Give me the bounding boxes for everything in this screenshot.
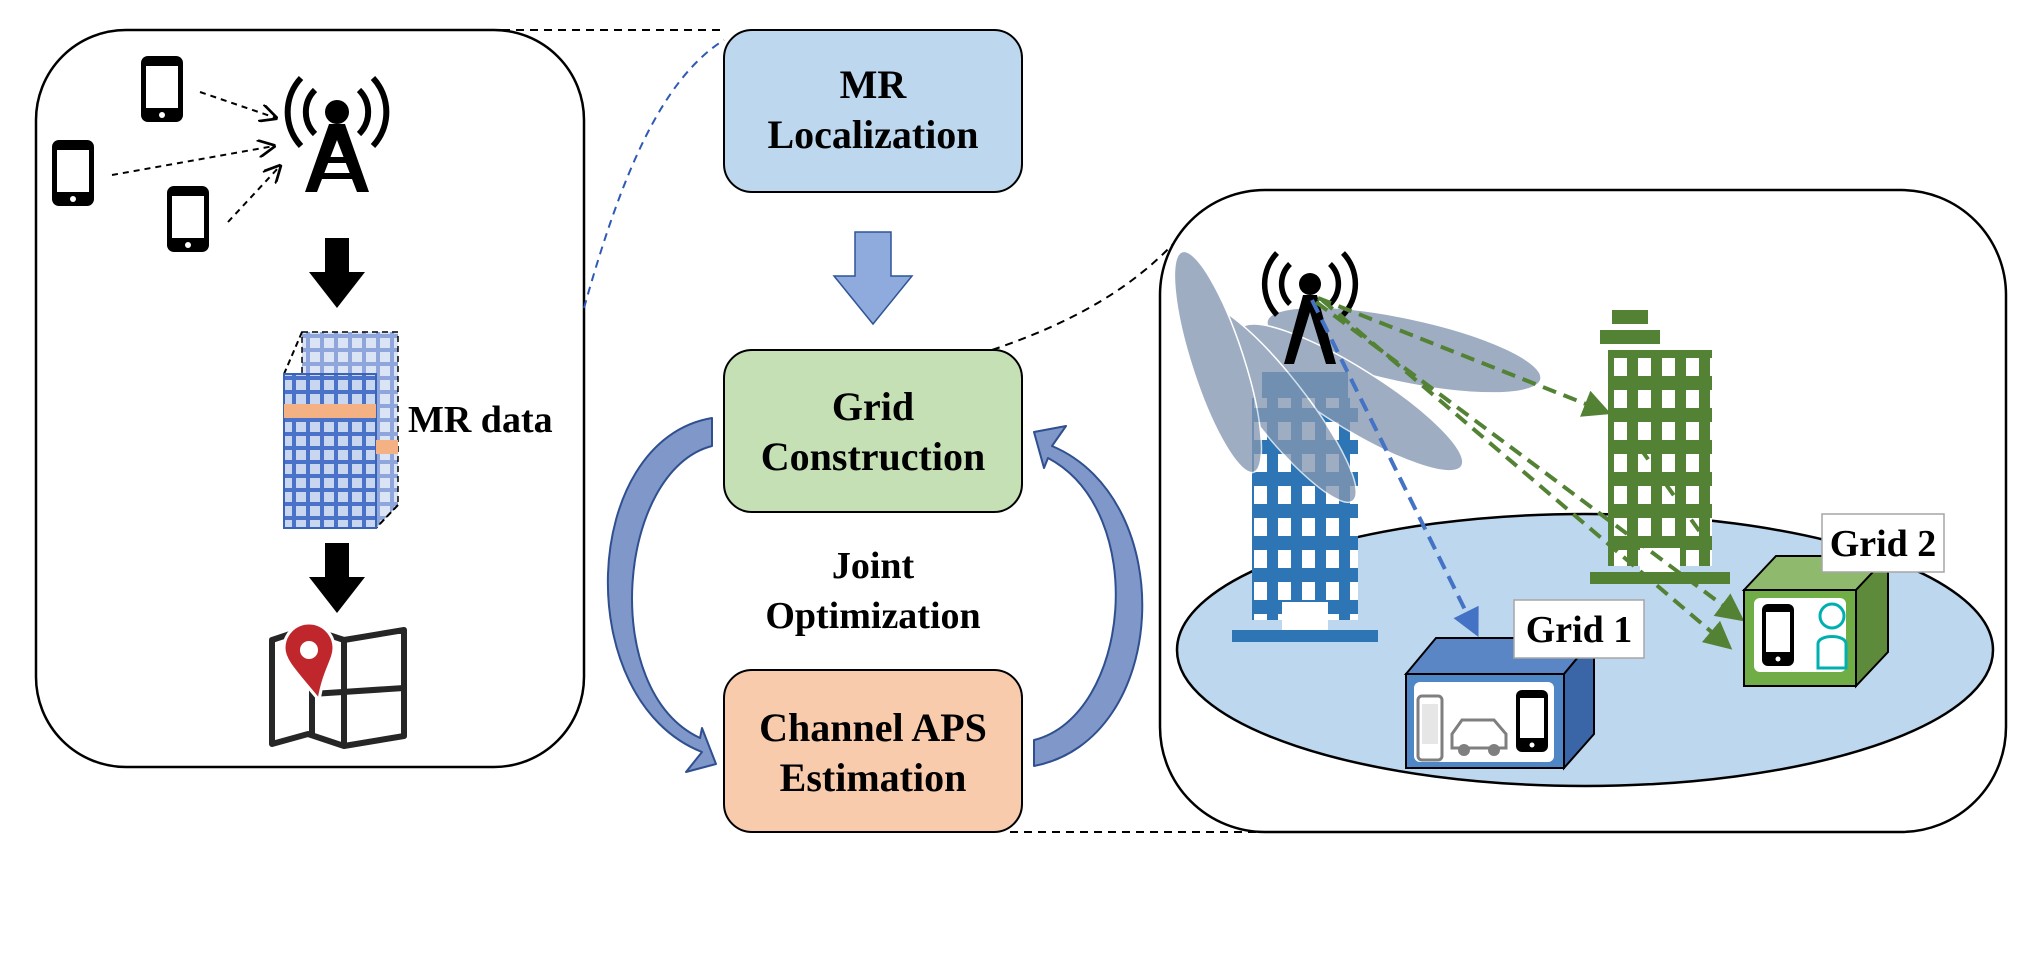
connector-line — [583, 39, 725, 309]
cell-tower-icon — [284, 75, 390, 192]
smartphone-icon — [141, 56, 183, 122]
arrow-down-icon — [309, 543, 365, 613]
mr-localization-line2: Localization — [767, 112, 978, 157]
grid-construction-line2: Construction — [761, 434, 985, 479]
uplink-arrow — [227, 166, 280, 223]
left-panel: MR data — [34, 28, 586, 769]
car-icon — [1450, 718, 1508, 756]
cell-tower-icon — [1261, 251, 1359, 364]
mr-data-cube-icon — [283, 331, 399, 529]
signal-arrow-grid2 — [1314, 300, 1745, 622]
smartphone-icon — [167, 186, 209, 252]
channel-aps-line2: Estimation — [780, 755, 967, 800]
grid1-label-box: Grid 1 — [1513, 599, 1645, 659]
grid2-label-box: Grid 2 — [1821, 513, 1945, 573]
signal-arrow-green-building — [1317, 296, 1612, 417]
smartphone-icon — [1762, 604, 1794, 666]
grid1-cube — [1403, 635, 1597, 771]
joint-optimization-label: Joint Optimization — [765, 545, 980, 637]
channel-aps-line1: Channel APS — [759, 705, 987, 750]
grid1-label: Grid 1 — [1526, 609, 1633, 651]
map-pin-icon — [269, 621, 407, 749]
signal-arrow-grid2-reflected — [1320, 298, 1733, 650]
smartphone-icon — [52, 140, 94, 206]
grid-construction-line1: Grid — [832, 384, 914, 429]
reflection-arrow — [1638, 446, 1702, 534]
person-icon — [1816, 602, 1848, 670]
flow-block-grid-construction: Grid Construction — [723, 349, 1023, 513]
green-building-icon — [1590, 310, 1730, 584]
beam-pattern — [1173, 250, 1542, 504]
uplink-arrow — [111, 146, 274, 176]
uplink-arrow — [199, 91, 276, 118]
grid2-cube — [1741, 553, 1891, 689]
mr-data-label: MR data — [408, 399, 553, 441]
joint-optimization-line2: Optimization — [765, 595, 980, 637]
flow-block-mr-localization: MR Localization — [723, 29, 1023, 193]
arrow-down-icon — [309, 238, 365, 308]
signal-arrow-grid1 — [1310, 299, 1479, 638]
smartphone-icon — [1516, 690, 1548, 752]
flow-block-channel-aps-estimation: Channel APS Estimation — [723, 669, 1023, 833]
flow-arrow-down-icon — [832, 231, 914, 326]
loop-arrow-left-icon — [607, 417, 717, 773]
joint-optimization-line1: Joint — [832, 545, 915, 587]
right-panel: Grid 1 Grid 2 — [1158, 188, 2008, 834]
grid2-label: Grid 2 — [1830, 523, 1937, 565]
smartphone-icon — [1416, 694, 1444, 762]
loop-arrow-right-icon — [1033, 425, 1144, 767]
mr-localization-line1: MR — [840, 62, 908, 107]
connector-line — [991, 211, 1201, 351]
